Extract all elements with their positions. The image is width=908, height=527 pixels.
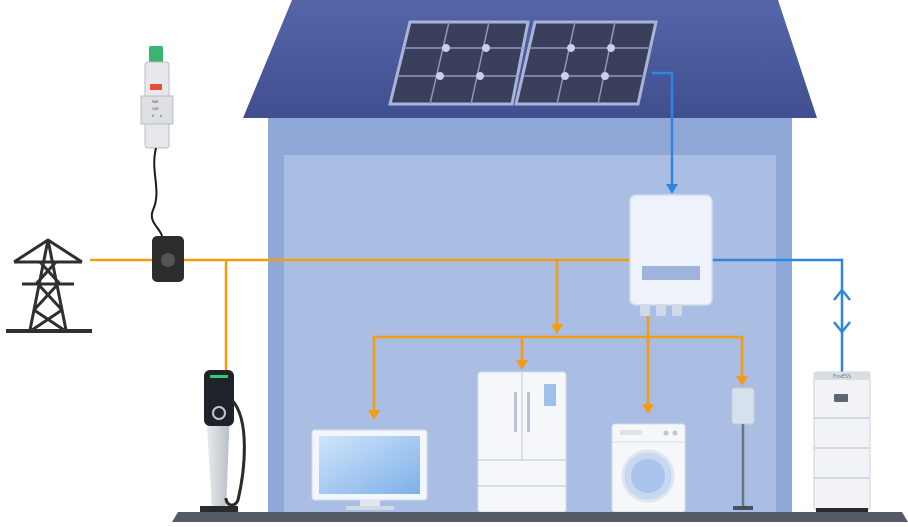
smart-meter-icon: PWR COM K A — [140, 46, 174, 149]
meter-cable — [150, 147, 163, 237]
arrow-down-icon — [551, 324, 563, 334]
battery-brand: FoxESS — [833, 374, 851, 380]
meter-label-com: COM — [152, 107, 158, 111]
ev-charger-icon — [200, 370, 246, 512]
arrow-down-icon — [516, 360, 528, 370]
arrow-down-icon — [736, 376, 748, 386]
power-tower-icon — [6, 238, 92, 333]
bidirectional-arrow-icon — [833, 287, 851, 335]
solar-lines — [652, 71, 844, 372]
washing-machine-icon — [611, 423, 686, 513]
meter-label-k: K — [152, 114, 155, 118]
tv-icon — [311, 429, 428, 510]
battery-icon: FoxESS — [813, 371, 871, 513]
floor-lamp-icon — [731, 387, 755, 510]
ct-clamp-icon — [152, 236, 184, 282]
inverter-icon — [629, 194, 713, 316]
meter-label-pwr: PWR — [152, 100, 159, 104]
meter-label-a: A — [160, 114, 163, 118]
solar-panel-icon — [388, 20, 658, 106]
arrow-down-icon — [642, 404, 654, 414]
ground — [172, 512, 908, 522]
fridge-icon — [477, 371, 567, 513]
arrow-down-icon — [368, 410, 380, 420]
arrow-down-icon — [666, 184, 678, 194]
